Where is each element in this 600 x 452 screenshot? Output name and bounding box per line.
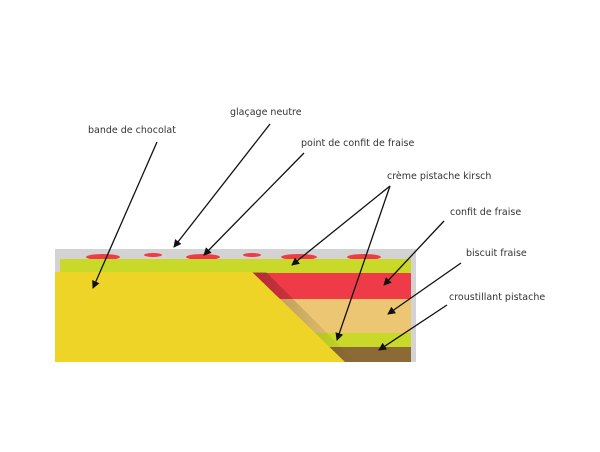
arrow-glacage xyxy=(173,123,271,248)
label-confit-de-fraise: confit de fraise xyxy=(450,207,521,218)
label-glacage-neutre: glaçage neutre xyxy=(230,107,302,118)
label-bande-de-chocolat: bande de chocolat xyxy=(88,125,176,136)
arrow-croustillant xyxy=(378,304,448,351)
label-creme-pistache: crème pistache kirsch xyxy=(387,171,491,182)
chocolate-band xyxy=(55,272,345,362)
label-biscuit-fraise: biscuit fraise xyxy=(466,248,527,259)
arrow-chocolat xyxy=(92,141,158,289)
strawberry-dot xyxy=(144,253,162,257)
arrow-confit xyxy=(383,220,445,286)
arrow-creme-top xyxy=(291,185,391,266)
strawberry-dot xyxy=(86,254,120,260)
strawberry-dot xyxy=(347,254,381,260)
strawberry-dot xyxy=(281,254,317,260)
chocolate-band-shadow xyxy=(252,272,356,362)
arrows xyxy=(92,123,462,351)
arrow-creme-bottom xyxy=(335,185,391,341)
strawberry-dots xyxy=(86,253,381,260)
strawberry-dot xyxy=(243,253,261,257)
arrow-biscuit xyxy=(387,262,462,315)
arrow-point-confit xyxy=(203,152,305,256)
pistachio-cream-top xyxy=(60,259,411,274)
label-point-de-confit: point de confit de fraise xyxy=(301,138,414,149)
label-croustillant-pistache: croustillant pistache xyxy=(449,292,545,303)
